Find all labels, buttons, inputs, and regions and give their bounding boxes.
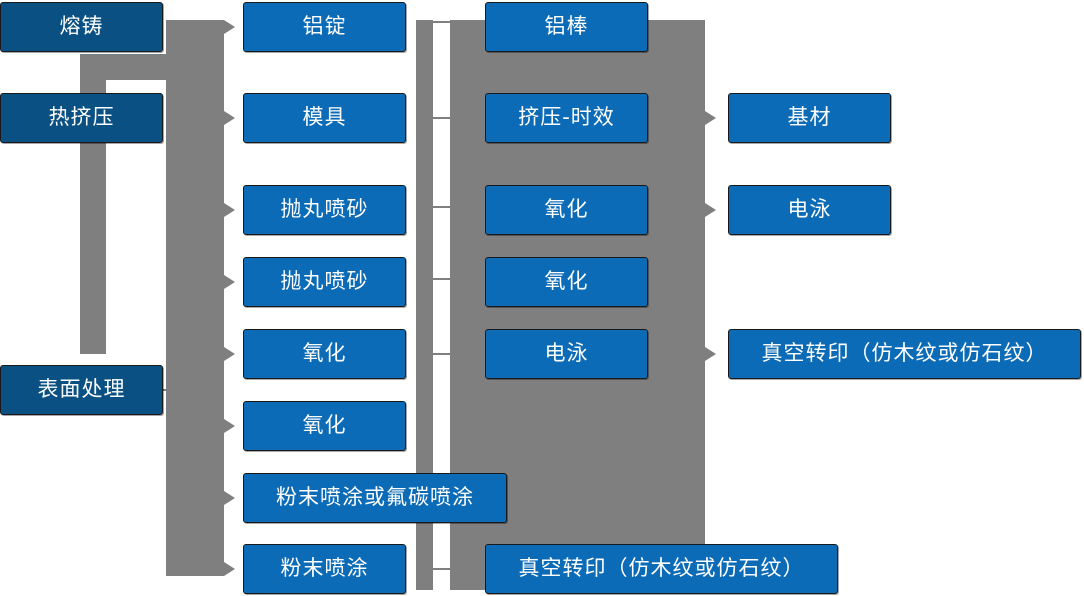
node-oxidation-3-box[interactable]: 氧化 bbox=[485, 185, 648, 235]
stage-hot-extrusion-label: 热挤压 bbox=[48, 105, 115, 130]
node-mold-box[interactable]: 模具 bbox=[243, 93, 406, 143]
node-shot-blasting-1-box[interactable]: 抛丸喷砂 bbox=[243, 185, 406, 235]
rung-shot-blasting-1 bbox=[430, 206, 454, 208]
stage-melt-cast-box[interactable]: 熔铸 bbox=[0, 2, 163, 52]
node-base-material-label: 基材 bbox=[787, 105, 832, 130]
arrow-down-to-surface-treatment-icon bbox=[86, 340, 100, 351]
node-oxidation-2-label: 氧化 bbox=[302, 413, 347, 438]
arrow-to-vacuum-transfer-2-icon bbox=[705, 347, 716, 361]
node-vacuum-transfer-1-box[interactable]: 真空转印（仿木纹或仿石纹） bbox=[485, 544, 838, 594]
connector-stage-trunk-vertical bbox=[166, 20, 224, 576]
node-oxidation-1-box[interactable]: 氧化 bbox=[243, 329, 406, 379]
node-vacuum-transfer-2-label: 真空转印（仿木纹或仿石纹） bbox=[761, 341, 1048, 366]
connector-inputs-trunk-vertical bbox=[416, 20, 433, 590]
rung-shot-blasting-2 bbox=[430, 278, 454, 280]
node-extrusion-aging-box[interactable]: 挤压-时效 bbox=[485, 93, 648, 143]
stage-surface-treatment-box[interactable]: 表面处理 bbox=[0, 365, 163, 415]
node-extrusion-aging-label: 挤压-时效 bbox=[518, 105, 615, 130]
node-oxidation-3-label: 氧化 bbox=[544, 197, 589, 222]
arrow-to-shot-blasting-2-icon bbox=[224, 275, 235, 289]
node-aluminum-bar-box[interactable]: 铝棒 bbox=[485, 2, 648, 52]
stage-surface-treatment-label: 表面处理 bbox=[37, 377, 126, 402]
node-vacuum-transfer-1-label: 真空转印（仿木纹或仿石纹） bbox=[518, 556, 805, 581]
arrow-to-electrophoresis-2-icon bbox=[705, 203, 716, 217]
node-shot-blasting-2-box[interactable]: 抛丸喷砂 bbox=[243, 257, 406, 307]
node-electrophoresis-1-label: 电泳 bbox=[544, 341, 589, 366]
arrow-to-shot-blasting-1-icon bbox=[224, 203, 235, 217]
node-base-material-box[interactable]: 基材 bbox=[728, 93, 891, 143]
node-oxidation-1-label: 氧化 bbox=[302, 341, 347, 366]
arrow-to-mold-icon bbox=[224, 111, 235, 125]
arrow-to-aluminum-ingot-icon bbox=[224, 20, 235, 34]
connector-surface-treatment-to-trunk bbox=[163, 389, 187, 391]
node-aluminum-bar-label: 铝棒 bbox=[544, 14, 589, 39]
rung-mold bbox=[430, 117, 454, 119]
node-shot-blasting-2-label: 抛丸喷砂 bbox=[280, 269, 369, 294]
node-electrophoresis-2-label: 电泳 bbox=[787, 197, 832, 222]
node-powder-or-fluorocarbon-box[interactable]: 粉末喷涂或氟碳喷涂 bbox=[243, 473, 507, 523]
node-electrophoresis-1-box[interactable]: 电泳 bbox=[485, 329, 648, 379]
node-powder-or-fluorocarbon-label: 粉末喷涂或氟碳喷涂 bbox=[276, 485, 474, 510]
arrow-to-powder-or-fluorocarbon-icon bbox=[224, 491, 235, 505]
rung-powder-coating bbox=[430, 568, 454, 570]
node-powder-coating-label: 粉末喷涂 bbox=[280, 556, 369, 581]
node-vacuum-transfer-2-box[interactable]: 真空转印（仿木纹或仿石纹） bbox=[728, 329, 1081, 379]
node-oxidation-2-box[interactable]: 氧化 bbox=[243, 401, 406, 451]
stage-melt-cast-label: 熔铸 bbox=[59, 14, 104, 39]
arrow-to-oxidation-1-icon bbox=[224, 347, 235, 361]
rung-oxidation-1 bbox=[430, 353, 454, 355]
node-electrophoresis-2-box[interactable]: 电泳 bbox=[728, 185, 891, 235]
node-shot-blasting-1-label: 抛丸喷砂 bbox=[280, 197, 369, 222]
node-aluminum-ingot-box[interactable]: 铝锭 bbox=[243, 2, 406, 52]
arrow-to-oxidation-2-icon bbox=[224, 419, 235, 433]
node-oxidation-4-box[interactable]: 氧化 bbox=[485, 257, 648, 307]
node-oxidation-4-label: 氧化 bbox=[544, 269, 589, 294]
arrow-to-base-material-icon bbox=[705, 111, 716, 125]
arrow-to-powder-coating-icon bbox=[224, 562, 235, 576]
node-aluminum-ingot-label: 铝锭 bbox=[302, 14, 347, 39]
node-mold-label: 模具 bbox=[302, 105, 347, 130]
stage-hot-extrusion-box[interactable]: 热挤压 bbox=[0, 93, 163, 143]
rung-aluminum-ingot bbox=[430, 21, 454, 23]
node-powder-coating-box[interactable]: 粉末喷涂 bbox=[243, 544, 406, 594]
